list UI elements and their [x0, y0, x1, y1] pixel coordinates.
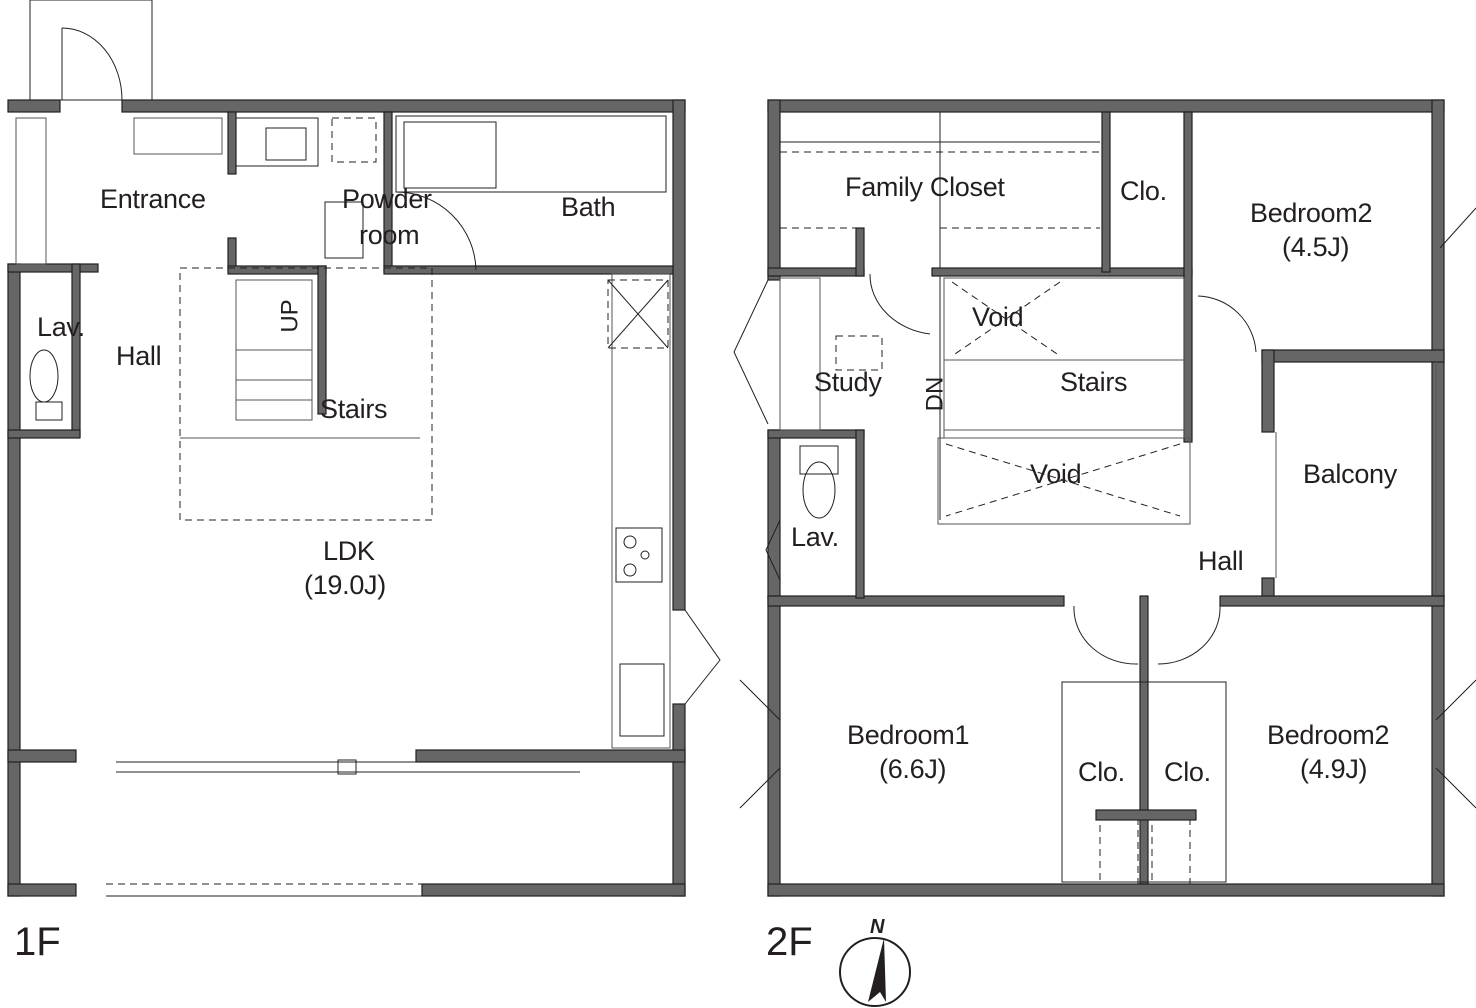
stairs-up-label: UP	[276, 299, 304, 333]
second-floor-walls	[767, 99, 1445, 897]
room-label-stairs-1f: Stairs	[320, 394, 388, 424]
room-label-entrance: Entrance	[100, 184, 206, 214]
room-size-bedroom2-bottom: (4.9J)	[1300, 754, 1368, 784]
room-size-ldk: (19.0J)	[304, 570, 386, 600]
room-label-lav-2f: Lav.	[791, 522, 839, 552]
compass-north-label: N	[870, 916, 885, 938]
first-floor-fixtures	[15, 27, 721, 897]
room-label-lav-1f: Lav.	[37, 312, 85, 342]
room-label-study: Study	[814, 367, 882, 397]
room-label-bedroom1: Bedroom1	[847, 720, 970, 750]
room-label-closet-top: Clo.	[1120, 176, 1167, 206]
first-floor-walls	[7, 0, 686, 897]
room-size-bedroom1: (6.6J)	[879, 754, 947, 784]
room-label-closet-left: Clo.	[1078, 757, 1125, 787]
second-floor-fixtures	[733, 112, 1476, 885]
room-label-hall-1f: Hall	[116, 341, 162, 371]
room-label-stairs-2f: Stairs	[1060, 367, 1128, 397]
room-label-hall-2f: Hall	[1198, 546, 1244, 576]
floor-label-1f: 1F	[14, 920, 61, 964]
room-label-bedroom2-bottom: Bedroom2	[1267, 720, 1390, 750]
north-arrow-icon: N	[838, 916, 912, 1008]
room-label-powder-room-line2: room	[359, 220, 420, 250]
room-label-family-closet: Family Closet	[845, 172, 1005, 202]
room-label-void-bottom: Void	[1030, 459, 1082, 489]
room-label-powder-room-line1: Powder	[342, 184, 432, 214]
room-label-balcony: Balcony	[1303, 459, 1397, 489]
room-label-bath: Bath	[561, 192, 616, 222]
stairs-down-label: DN	[921, 376, 949, 412]
room-label-ldk: LDK	[323, 536, 375, 566]
room-label-bedroom2-top: Bedroom2	[1250, 198, 1373, 228]
room-label-closet-right: Clo.	[1164, 757, 1211, 787]
room-size-bedroom2-top: (4.5J)	[1282, 232, 1350, 262]
room-label-void-top: Void	[972, 302, 1024, 332]
floor-label-2f: 2F	[766, 920, 813, 964]
